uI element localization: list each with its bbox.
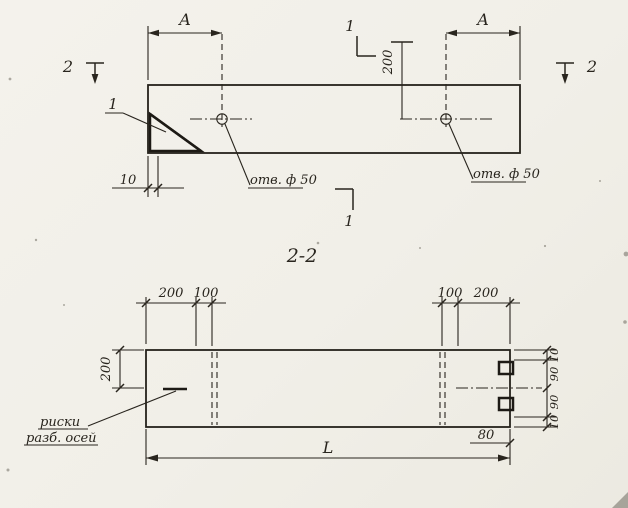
dim-label-length: L [322, 438, 334, 457]
leader-line [87, 390, 177, 427]
scan-speck [63, 304, 65, 306]
section-mark-2-left: 2 [62, 57, 104, 84]
leader-line [122, 112, 167, 133]
dimension-slash [115, 345, 125, 355]
dimension-chain-right: 10 90 90 10 [514, 345, 561, 432]
arrowhead [146, 454, 158, 462]
dim-label-100-tr: 100 [438, 286, 463, 301]
dimension-slash [115, 383, 125, 393]
dim-label-a-right: A [475, 10, 489, 29]
dimension-slash [505, 298, 515, 308]
scan-artifacts [6, 77, 628, 508]
hole-right-callout: отв. ф 50 [448, 123, 540, 183]
hole-left-callout: отв. ф 50 [224, 123, 317, 189]
dimension-200-plan: 200 [381, 41, 413, 119]
scan-speck [419, 247, 421, 249]
dim-label-200-tr: 200 [473, 286, 499, 301]
scan-speck [623, 320, 627, 324]
dim-label-90-upper: 90 [547, 367, 561, 382]
section-view: 2-2 200 100 100 [24, 245, 561, 465]
section-2-left-label: 2 [62, 57, 73, 76]
section-mark-1-bottom: 1 [335, 188, 354, 230]
beam-outline-plan [147, 84, 521, 154]
beam-outline-section [145, 349, 511, 428]
dimension-a-right: A [446, 10, 521, 80]
dimension-a-left: A [147, 10, 222, 80]
page-corner-shadow [612, 492, 628, 508]
dimension-slash [542, 412, 552, 422]
dim-label-90-lower: 90 [547, 395, 561, 410]
scan-speck [599, 180, 601, 182]
dimension-slash [437, 298, 447, 308]
dim-label-200-plan: 200 [381, 50, 396, 76]
dimension-slash [542, 355, 552, 365]
section-1-top-label: 1 [345, 17, 355, 35]
dimension-chain-top-left: 200 100 [136, 286, 226, 346]
dim-label-200-tl: 200 [158, 286, 184, 301]
hole-left-label: отв. ф 50 [250, 173, 317, 188]
scan-speck [8, 77, 12, 81]
dimension-length: L [145, 429, 511, 465]
dimension-slash [191, 298, 201, 308]
dimension-slash [143, 183, 153, 193]
dimension-chain-top-right: 100 200 [432, 286, 520, 346]
section-2-right-label: 2 [586, 57, 597, 76]
arrowhead [509, 29, 520, 37]
arrowhead [446, 29, 457, 37]
axes-note-line1: риски [40, 415, 80, 430]
dimension-slash [453, 298, 463, 308]
section-1-bottom-label: 1 [344, 212, 354, 230]
section-title: 2-2 [286, 245, 318, 267]
dim-label-80: 80 [478, 428, 495, 443]
plan-view: A A 200 1 1 2 [62, 10, 597, 230]
dim-label-100-tl: 100 [194, 286, 219, 301]
dim-label-200-left: 200 [99, 357, 114, 383]
arrowhead [148, 29, 159, 37]
dim-label-10-bottom: 10 [547, 415, 561, 430]
dim-label-a-left: A [177, 10, 191, 29]
dim-label-10: 10 [120, 173, 137, 188]
detail-mark-1: 1 [105, 95, 167, 133]
scan-speck [623, 251, 628, 257]
embedded-plate-upper [497, 360, 515, 376]
arrowhead [211, 29, 222, 37]
section-mark-1-top: 1 [345, 17, 376, 57]
view-direction-arrow [561, 74, 569, 84]
dimension-slash [542, 383, 552, 393]
dimension-slash [542, 422, 552, 432]
scan-speck [543, 244, 547, 248]
axes-note: риски разб. осей [24, 390, 177, 446]
embedded-plate-lower [497, 396, 515, 412]
dimension-200-left: 200 [99, 345, 144, 393]
dimension-slash [542, 345, 552, 355]
corner-triangle-hypotenuse [149, 112, 202, 153]
leader-line [224, 123, 251, 186]
scan-speck [316, 241, 320, 245]
dimension-80: 80 [470, 428, 515, 448]
dimension-slash [141, 298, 151, 308]
detail-1-label: 1 [108, 95, 118, 113]
scan-speck [34, 238, 38, 242]
dimension-slash [207, 298, 217, 308]
dimension-slash [153, 183, 163, 193]
dim-label-10-top: 10 [547, 348, 561, 363]
section-mark-2-right: 2 [556, 57, 597, 84]
dimension-10-plan: 10 [112, 156, 184, 197]
scan-speck [6, 468, 10, 472]
axes-note-line2: разб. осей [26, 431, 97, 446]
leader-line [448, 123, 474, 180]
view-direction-arrow [91, 74, 99, 84]
hole-right-label: отв. ф 50 [473, 167, 540, 182]
arrowhead [498, 454, 510, 462]
